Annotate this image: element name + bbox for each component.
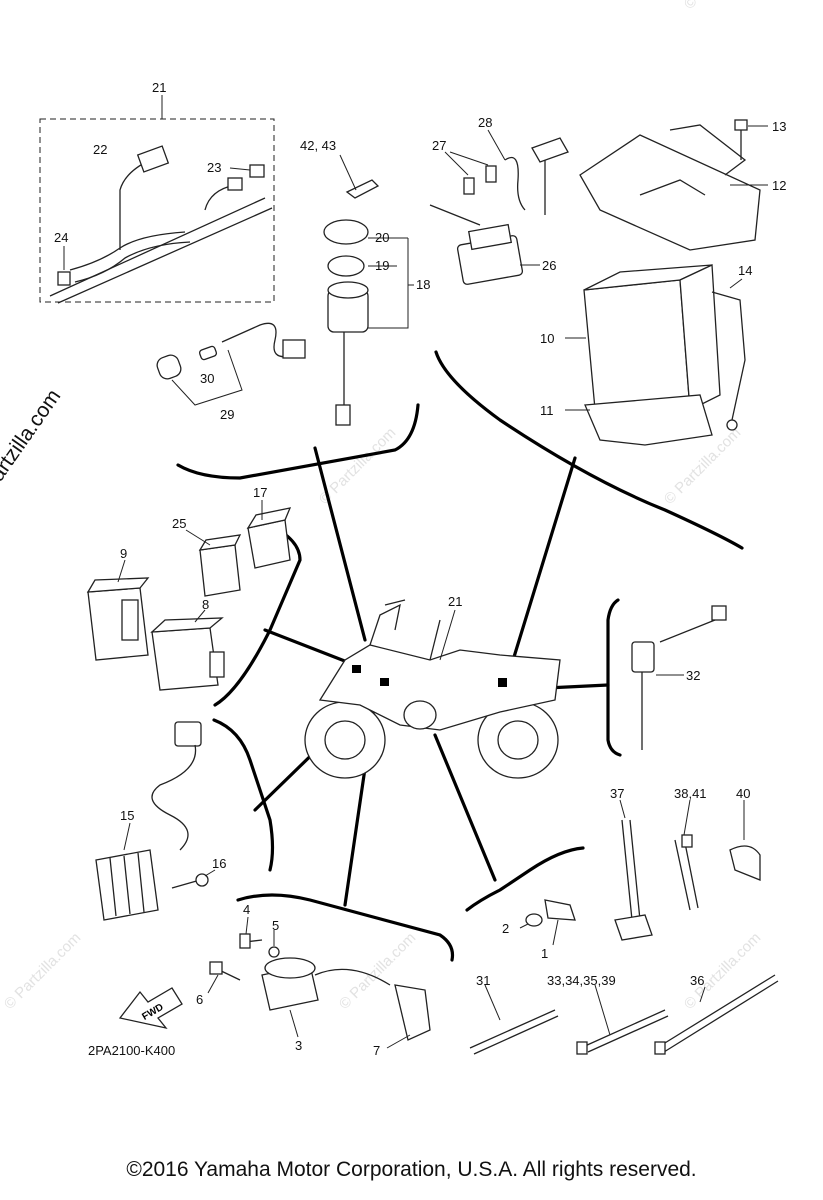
ignition-switch-group [323,154,414,426]
callout-29: 29 [220,407,234,422]
callout-17: 17 [253,485,267,500]
callout-18: 18 [416,277,430,292]
bulb-socket-group [156,322,306,406]
watermark: © Partzilla.com [681,929,764,1012]
cable-ties [469,799,779,1055]
watermark: © Partzilla.com [681,0,764,13]
callout-40: 40 [736,786,750,801]
callout-9: 9 [120,546,127,561]
callout-13: 13 [772,119,786,134]
callout-4: 4 [243,902,250,917]
callout-14: 14 [738,263,752,278]
starter-relay-group [429,129,569,285]
callout-37: 37 [610,786,624,801]
callout-31: 31 [476,973,490,988]
callout-6: 6 [196,992,203,1007]
callout-21-atv: 21 [448,594,462,609]
callout-20: 20 [375,230,389,245]
relay-group [86,500,292,691]
diagram-code: 2PA2100-K400 [88,1043,175,1058]
callout-23: 23 [207,160,221,175]
atv-vehicle [304,599,561,779]
callout-33-34-35-39: 33,34,35,39 [547,973,616,988]
callout-15: 15 [120,808,134,823]
callout-10: 10 [540,331,554,346]
callout-30: 30 [200,371,214,386]
sensor-group [519,899,576,946]
callout-36: 36 [690,973,704,988]
temp-sensor-group [631,605,727,750]
callout-7: 7 [373,1043,380,1058]
callout-12: 12 [772,178,786,193]
callout-26: 26 [542,258,556,273]
battery-box-group [579,119,768,251]
ignition-coil-group [207,916,431,1049]
watermark: © Partzilla.com [1,929,84,1012]
callout-2: 2 [502,921,509,936]
callout-3: 3 [295,1038,302,1053]
callout-25: 25 [172,516,186,531]
callout-28: 28 [478,115,492,130]
callout-42-43: 42, 43 [300,138,336,153]
callout-38-41: 38,41 [674,786,707,801]
wire-harness-group [39,95,275,304]
callout-11: 11 [540,403,554,418]
callout-19: 19 [375,258,389,273]
callout-32: 32 [686,668,700,683]
callout-8: 8 [202,597,209,612]
callout-16: 16 [212,856,226,871]
callout-24: 24 [54,230,68,245]
copyright-notice: ©2016 Yamaha Motor Corporation, U.S.A. A… [126,1158,697,1181]
callout-1: 1 [541,946,548,961]
callout-27: 27 [432,138,446,153]
callout-labels: 21 22 23 24 42, 43 20 19 18 30 29 27 28 … [54,80,786,1058]
callout-21-top: 21 [152,80,166,95]
callout-5: 5 [272,918,279,933]
rectifier-regulator-group [95,721,216,921]
fwd-arrow: FWD [118,987,183,1030]
battery-group [565,264,746,446]
callout-22: 22 [93,142,107,157]
